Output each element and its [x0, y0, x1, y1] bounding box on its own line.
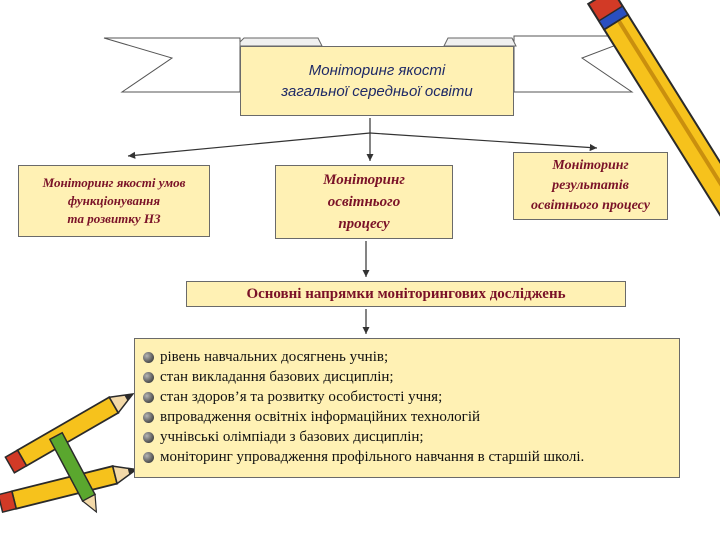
bullet-icon: [143, 451, 154, 463]
branch-line: Моніторинг: [552, 158, 629, 173]
list-item: рівень навчальних досягнень учнів;: [143, 347, 679, 367]
branch-line: процесу: [338, 216, 390, 232]
branch-box-results: Моніторинг результатів освітнього процес…: [513, 152, 668, 220]
list-item: стан здоров’я та розвитку особистості уч…: [143, 387, 679, 407]
bullet-icon: [143, 371, 154, 383]
list-item: моніторинг упровадження профільного навч…: [143, 447, 679, 467]
connectors: [127, 118, 598, 334]
branch-line: та розвитку НЗ: [67, 211, 161, 226]
list-item: учнівські олімпіади з базових дисциплін;: [143, 427, 679, 447]
directions-heading-text: Основні напрямки моніторингових дослідже…: [246, 285, 566, 302]
branch-line: освітнього процесу: [530, 198, 651, 213]
bullet-icon: [143, 431, 154, 443]
branch-line: Моніторинг якості умов: [42, 175, 186, 190]
connector-right: [369, 132, 598, 152]
branch-line: Моніторинг: [323, 172, 405, 188]
title-ribbon: [103, 35, 641, 93]
bullet-icon: [143, 351, 154, 363]
branch-box-process: Моніторинг освітнього процесу: [275, 165, 453, 239]
pencil-icon: [586, 0, 720, 225]
branch-line: функціонування: [67, 193, 161, 208]
directions-list: рівень навчальних досягнень учнів; стан …: [134, 338, 680, 478]
main-topic-box: Моніторинг якості загальної середньої ос…: [240, 46, 514, 116]
list-item: стан викладання базових дисциплін;: [143, 367, 679, 387]
main-topic-line: Моніторинг якості: [308, 62, 446, 79]
pencil-icon: [48, 431, 98, 514]
bullet-icon: [143, 391, 154, 403]
directions-heading: Основні напрямки моніторингових дослідже…: [186, 281, 626, 307]
pencil-icon: [4, 393, 135, 474]
branch-line: освітнього: [327, 194, 401, 210]
branch-line: результатів: [552, 178, 629, 193]
list-item: впровадження освітніх інформаційних техн…: [143, 407, 679, 427]
pencil-icon: [0, 465, 139, 514]
branch-box-conditions: Моніторинг якості умов функціонування та…: [18, 165, 210, 237]
main-topic-line: загальної середньої освіти: [281, 83, 473, 100]
connector-left: [127, 132, 371, 159]
bullet-icon: [143, 411, 154, 423]
